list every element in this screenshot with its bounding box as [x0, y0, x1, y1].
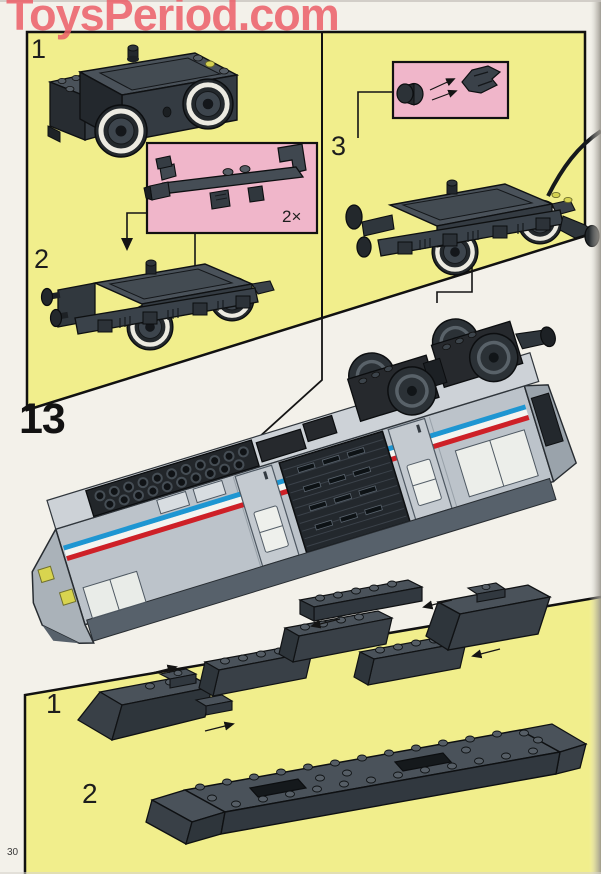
top-substep-1-number: 1 — [31, 34, 47, 64]
bottom-substep-2-number: 2 — [82, 778, 98, 809]
magnet-coupling — [345, 204, 363, 230]
buffer — [40, 287, 54, 307]
nose — [31, 527, 95, 645]
yellow-stud — [551, 191, 561, 199]
rear-end — [523, 384, 578, 483]
yellow-stud — [205, 60, 215, 68]
bottom-substep-1-number: 1 — [46, 688, 62, 719]
motor-step3-illustration — [345, 129, 601, 275]
mounted-bogies — [341, 311, 556, 423]
door — [387, 417, 453, 521]
top-substep-3-number: 3 — [331, 131, 347, 161]
assembly-arrows — [147, 599, 501, 732]
magnet-coupling — [540, 326, 556, 348]
buffer — [49, 308, 63, 328]
grille — [278, 430, 411, 554]
top-substep-2-number: 2 — [34, 244, 50, 274]
chassis-parts-illustration — [77, 579, 552, 741]
pink-callout-sideframes — [143, 141, 319, 235]
yellow-stud — [563, 196, 573, 204]
magnet-part-illustration — [396, 65, 502, 106]
down-arrow-icon — [121, 238, 133, 251]
door — [234, 464, 300, 567]
bogie-slot — [393, 752, 453, 772]
sideframe-part-illustration — [143, 143, 307, 210]
locomotive-illustration — [31, 311, 578, 645]
chassis-base-illustration — [145, 723, 588, 845]
pink-callout-magnet — [391, 60, 510, 120]
train-wheel — [95, 105, 147, 157]
headlight — [37, 565, 55, 584]
bogie-slot — [248, 778, 308, 798]
motor-step2-illustration — [40, 259, 275, 350]
page-number: 30 — [7, 847, 19, 858]
underside-plates — [85, 414, 338, 518]
part-count-label: 2× — [282, 207, 302, 226]
headlight — [58, 588, 77, 606]
bogie-frame — [74, 287, 259, 335]
main-step-number: 13 — [19, 395, 66, 443]
train-wheel — [183, 79, 233, 129]
motor-step1-illustration — [47, 44, 240, 157]
watermark-text: ToysPeriod.com — [6, 0, 340, 40]
buffer — [356, 236, 372, 258]
